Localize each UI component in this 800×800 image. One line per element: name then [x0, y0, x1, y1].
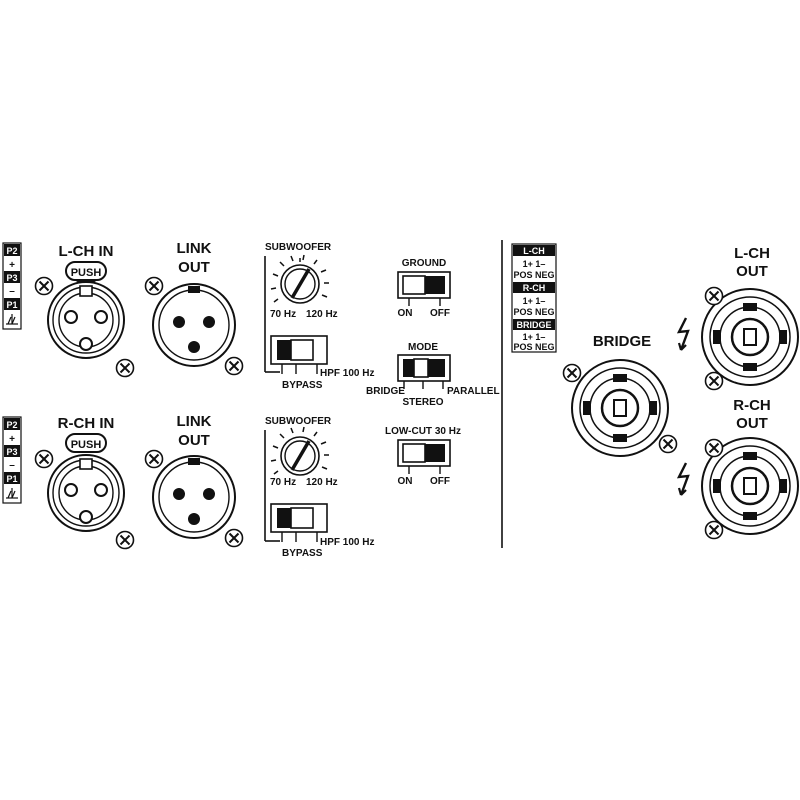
screw-icon: [224, 356, 244, 376]
mode-parallel-label: PARALLEL: [447, 386, 500, 397]
screw-icon: [658, 434, 678, 454]
lch-link-label-top: LINK: [177, 240, 212, 257]
rch-out-label-bottom: OUT: [736, 415, 768, 432]
pin-p1-label: P1: [6, 474, 17, 484]
screw-icon: [704, 371, 724, 391]
pin-plus-label: +: [9, 260, 15, 271]
subwoofer-label: SUBWOOFER: [265, 416, 332, 427]
subwoofer-label: SUBWOOFER: [265, 242, 332, 253]
subwoofer-max-label: 120 Hz: [306, 309, 338, 320]
speakon-bridge-output[interactable]: [571, 359, 669, 457]
bypass-label: BYPASS: [282, 548, 323, 559]
hpf-switch-bottom[interactable]: [270, 503, 328, 533]
lowcut-on-label: ON: [398, 476, 413, 487]
xlr-input-rch[interactable]: [47, 454, 125, 532]
legend-bridge-pins: 1+ 1–: [523, 332, 546, 342]
legend-rch-polarity: POS NEG: [513, 307, 554, 317]
pin-p1-label: P1: [6, 300, 17, 310]
mode-stereo-label: STEREO: [402, 397, 443, 408]
xlr-link-out-lch[interactable]: [152, 283, 236, 367]
screw-icon: [34, 449, 54, 469]
ground-on-label: ON: [398, 308, 413, 319]
bypass-label: BYPASS: [282, 380, 323, 391]
xlr-link-out-rch[interactable]: [152, 455, 236, 539]
ground-icon: [6, 314, 18, 325]
push-label: PUSH: [71, 267, 102, 279]
push-label: PUSH: [71, 439, 102, 451]
mode-label: MODE: [408, 342, 438, 353]
lch-link-label-bottom: OUT: [178, 259, 210, 276]
legend-bridge-header: BRIDGE: [516, 320, 551, 330]
screw-icon: [115, 358, 135, 378]
pin-legend-top: P2 + P3 – P1: [2, 242, 22, 330]
legend-lch-polarity: POS NEG: [513, 270, 554, 280]
pin-p2-label: P2: [6, 246, 17, 256]
ground-switch[interactable]: [397, 271, 451, 299]
legend-lch-header: L-CH: [523, 246, 545, 256]
lightning-warning-icon: [676, 317, 690, 351]
speaker-pin-legend: L-CH 1+ 1– POS NEG R-CH 1+ 1– POS NEG BR…: [511, 243, 557, 353]
lowcut-switch[interactable]: [397, 439, 451, 467]
lch-out-label-bottom: OUT: [736, 263, 768, 280]
subwoofer-knob-top[interactable]: [280, 258, 320, 304]
screw-icon: [144, 276, 164, 296]
push-latch[interactable]: [65, 261, 107, 281]
pin-p3-label: P3: [6, 447, 17, 457]
legend-bridge-polarity: POS NEG: [513, 342, 554, 352]
pin-legend-bottom: P2 + P3 – P1: [2, 416, 22, 504]
push-latch[interactable]: [65, 433, 107, 453]
knob-scale-ticks: [270, 254, 329, 303]
screw-icon: [34, 276, 54, 296]
pin-p2-label: P2: [6, 420, 17, 430]
rch-in-label: R-CH IN: [58, 415, 115, 432]
legend-lch-pins: 1+ 1–: [523, 259, 546, 269]
knob-scale-ticks: [270, 426, 329, 475]
screw-icon: [704, 286, 724, 306]
bridge-out-label: BRIDGE: [593, 333, 651, 350]
screw-icon: [144, 449, 164, 469]
hpf-label: HPF 100 Hz: [320, 368, 374, 379]
lowcut-label: LOW-CUT 30 Hz: [385, 426, 461, 437]
subwoofer-min-label: 70 Hz: [270, 309, 296, 320]
legend-rch-header: R-CH: [523, 283, 546, 293]
legend-rch-pins: 1+ 1–: [523, 296, 546, 306]
lightning-warning-icon: [676, 462, 690, 496]
rch-link-label-bottom: OUT: [178, 432, 210, 449]
pin-plus-label: +: [9, 434, 15, 445]
lowcut-off-label: OFF: [430, 476, 450, 487]
screw-icon: [704, 438, 724, 458]
subwoofer-max-label: 120 Hz: [306, 477, 338, 488]
subwoofer-knob-bottom[interactable]: [280, 436, 320, 476]
rch-link-label-top: LINK: [177, 413, 212, 430]
screw-icon: [115, 530, 135, 550]
lch-in-label: L-CH IN: [59, 243, 114, 260]
screw-icon: [224, 528, 244, 548]
speakon-rch-output[interactable]: [701, 437, 799, 535]
pin-minus-label: –: [9, 460, 15, 471]
ground-icon: [6, 488, 18, 499]
hpf-switch-top[interactable]: [270, 335, 328, 365]
speakon-lch-output[interactable]: [701, 288, 799, 386]
mode-switch[interactable]: [397, 354, 451, 382]
ground-label: GROUND: [402, 258, 446, 269]
subwoofer-min-label: 70 Hz: [270, 477, 296, 488]
screw-icon: [562, 363, 582, 383]
hpf-label: HPF 100 Hz: [320, 537, 374, 548]
screw-icon: [704, 520, 724, 540]
mode-bridge-label: BRIDGE: [366, 386, 405, 397]
pin-minus-label: –: [9, 286, 15, 297]
pin-p3-label: P3: [6, 273, 17, 283]
xlr-input-lch[interactable]: [47, 261, 125, 359]
ground-off-label: OFF: [430, 308, 450, 319]
rch-out-label-top: R-CH: [733, 397, 771, 414]
lch-out-label-top: L-CH: [734, 245, 770, 262]
